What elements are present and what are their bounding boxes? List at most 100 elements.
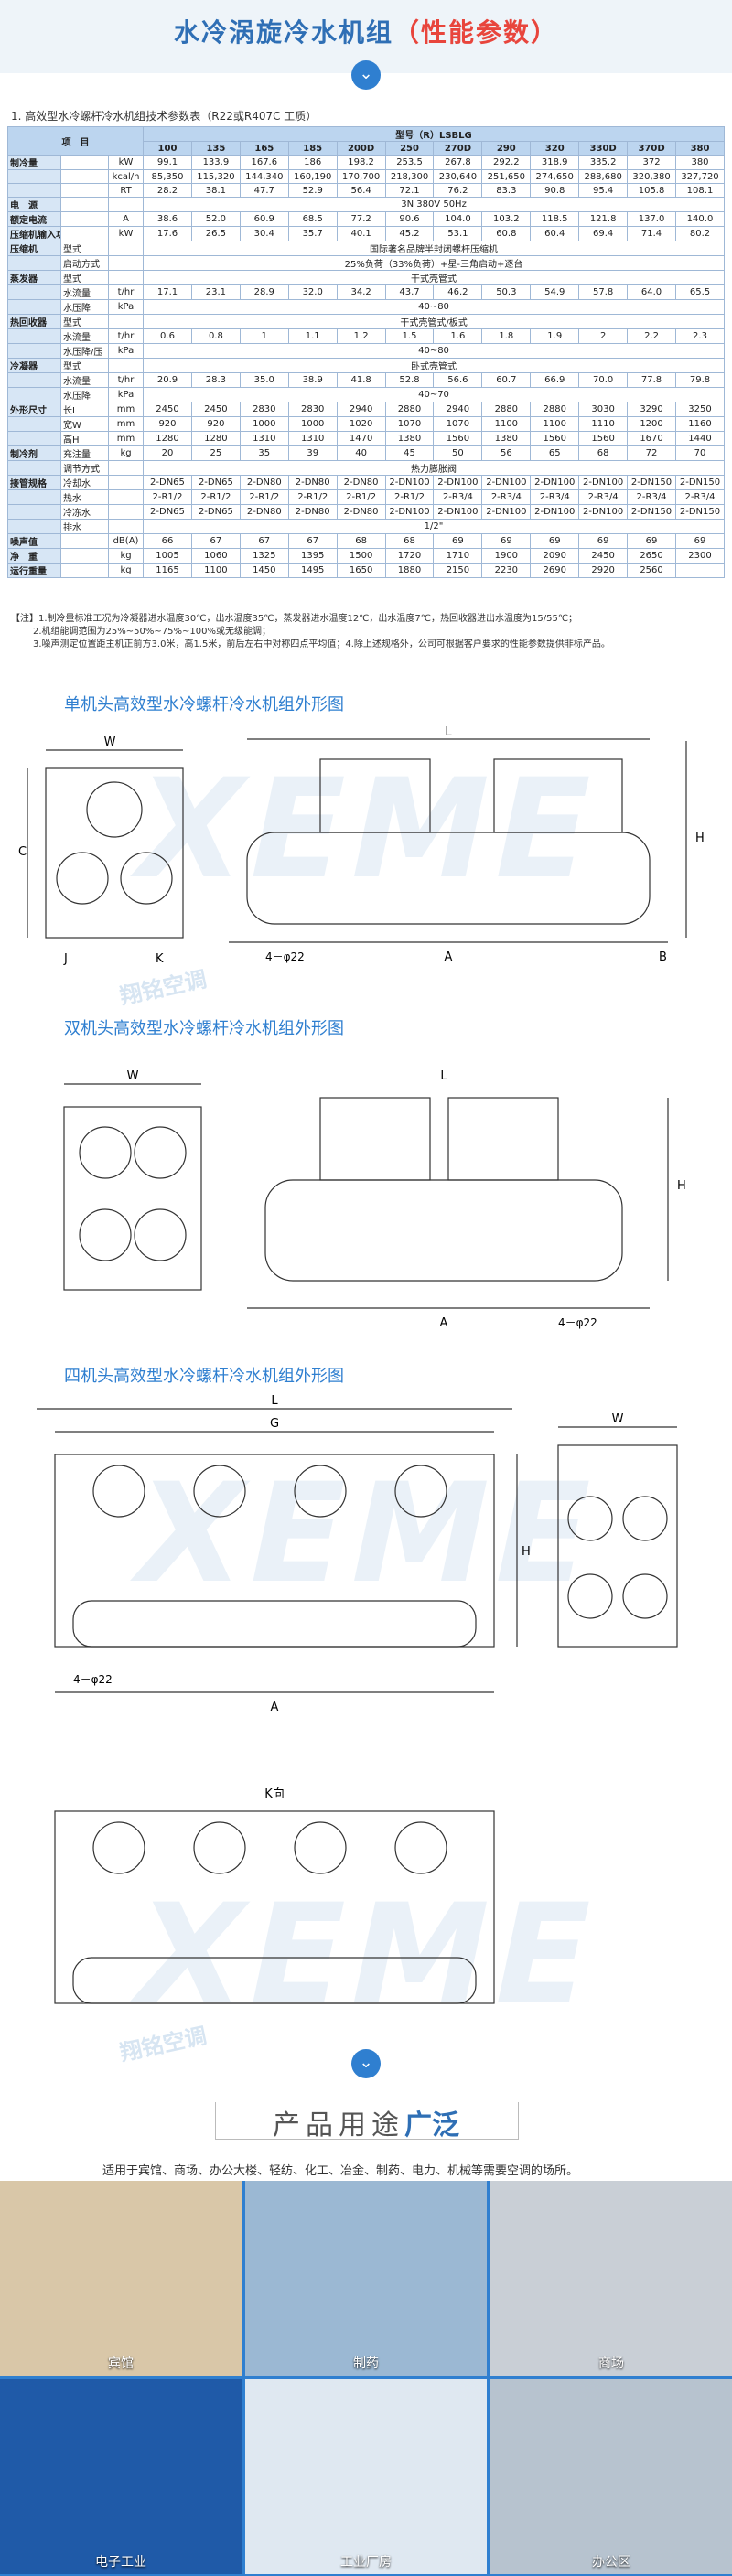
row-group — [7, 460, 61, 476]
cell-value: 68 — [578, 445, 629, 461]
cell-value: 69 — [433, 533, 483, 549]
row-group — [7, 169, 61, 184]
cell-value: 327,720 — [675, 169, 725, 184]
cell-value: 69 — [481, 533, 532, 549]
cell-value: 52.0 — [190, 211, 241, 227]
page-title: 水冷涡旋冷水机组（性能参数） — [0, 13, 732, 49]
tile-label: 工业厂房 — [340, 2555, 392, 2570]
row-value-span: 40~70 — [143, 387, 725, 402]
cell-value: 1880 — [384, 563, 435, 578]
cell-value: 28.2 — [143, 183, 192, 198]
table-header-row: 项 目型号（R）LSBLG — [6, 126, 725, 156]
row-unit — [107, 489, 145, 505]
row-group — [7, 343, 61, 359]
cell-value: 2-R3/4 — [530, 489, 580, 505]
header-item: 项 目 — [6, 126, 145, 156]
cell-value: 67 — [287, 533, 338, 549]
cell-value: 1450 — [239, 563, 289, 578]
cell-value: 60.4 — [530, 226, 580, 242]
cell-value: 133.9 — [190, 155, 241, 170]
cell-value: 1500 — [336, 548, 386, 564]
row-value-span: 40~80 — [143, 299, 725, 315]
cell-value: 1650 — [336, 563, 386, 578]
row-unit — [107, 519, 145, 534]
row-unit — [107, 197, 145, 212]
row-unit: kPa — [107, 387, 145, 402]
cell-value: 38.9 — [287, 372, 338, 388]
dim-label-h: H — [522, 1545, 531, 1559]
cell-value: 41.8 — [336, 372, 386, 388]
row-sub: 宽W — [60, 416, 109, 432]
cell-value: 105.8 — [627, 183, 676, 198]
cell-value: 25 — [190, 445, 241, 461]
dim-label-w: W — [127, 1069, 139, 1083]
cell-value: 170,700 — [336, 169, 386, 184]
cell-value: 1020 — [336, 416, 386, 432]
row-sub: 型式 — [60, 358, 109, 373]
usage-title-main: 产品用途 — [273, 2109, 404, 2141]
cell-value: 56 — [481, 445, 532, 461]
model-cell: 380 — [675, 141, 725, 156]
title-accent: （性能参数） — [393, 17, 559, 48]
cell-value: 2230 — [481, 563, 532, 578]
cell-value: 1165 — [143, 563, 192, 578]
cell-value: 0.6 — [143, 328, 192, 344]
cell-value: 144,340 — [239, 169, 289, 184]
row-sub: 水压降 — [60, 387, 109, 402]
row-value-span: 干式壳管式 — [143, 270, 725, 285]
cell-value: 2-R3/4 — [675, 489, 725, 505]
cell-value: 1395 — [287, 548, 338, 564]
cell-value: 167.6 — [239, 155, 289, 170]
row-group — [7, 299, 61, 315]
usage-title: 产品用途广泛 — [0, 2102, 732, 2142]
row-sub: 调节方式 — [60, 460, 109, 476]
cell-value: 1280 — [143, 431, 192, 446]
row-sub — [60, 169, 109, 184]
usage-gallery: 宾馆 制药 商场 电子工业 工业厂房 办公区 — [0, 2181, 732, 2576]
row-unit: mm — [107, 431, 145, 446]
row-value-span: 25%负荷（33%负荷）+星-三角启动+逐台 — [143, 255, 725, 271]
row-sub: 型式 — [60, 241, 109, 256]
cell-value: 72 — [627, 445, 676, 461]
cell-value: 54.9 — [530, 284, 580, 300]
row-group — [7, 489, 61, 505]
cell-value: 1.9 — [530, 328, 580, 344]
cell-value: 1070 — [384, 416, 435, 432]
row-unit — [107, 358, 145, 373]
cell-value: 1200 — [627, 416, 676, 432]
cell-value: 50.3 — [481, 284, 532, 300]
cell-value: 26.5 — [190, 226, 241, 242]
cell-value: 2-DN100 — [433, 475, 483, 490]
note-2: 2.机组能调范围为25%~50%~75%~100%或无级能调； — [33, 627, 271, 637]
row-group — [7, 387, 61, 402]
cell-value: 1.2 — [336, 328, 386, 344]
cell-value: 2-DN150 — [675, 475, 725, 490]
cell-value: 2-DN100 — [578, 504, 629, 520]
tile-mall: 商场 — [490, 2181, 732, 2376]
table-row: 压缩机型式国际著名品牌半封闭螺杆压缩机 — [7, 241, 725, 256]
cell-value: 1060 — [190, 548, 241, 564]
row-unit — [107, 460, 145, 476]
row-group: 运行重量 — [7, 563, 61, 578]
cell-value: 2-R3/4 — [578, 489, 629, 505]
cell-value: 1440 — [675, 431, 725, 446]
cell-value: 1100 — [530, 416, 580, 432]
dim-label-hole: 4－φ22 — [265, 950, 305, 963]
cell-value: 20.9 — [143, 372, 192, 388]
row-unit: kcal/h — [107, 169, 145, 184]
model-cell: 100 — [143, 141, 192, 156]
cell-value: 3250 — [675, 402, 725, 417]
cell-value: 218,300 — [384, 169, 435, 184]
cell-value: 66 — [143, 533, 192, 549]
cell-value: 288,680 — [578, 169, 629, 184]
row-sub — [60, 183, 109, 198]
row-unit: t/hr — [107, 372, 145, 388]
cell-value: 2-DN80 — [336, 475, 386, 490]
cell-value: 198.2 — [336, 155, 386, 170]
model-cell: 330D — [578, 141, 629, 156]
